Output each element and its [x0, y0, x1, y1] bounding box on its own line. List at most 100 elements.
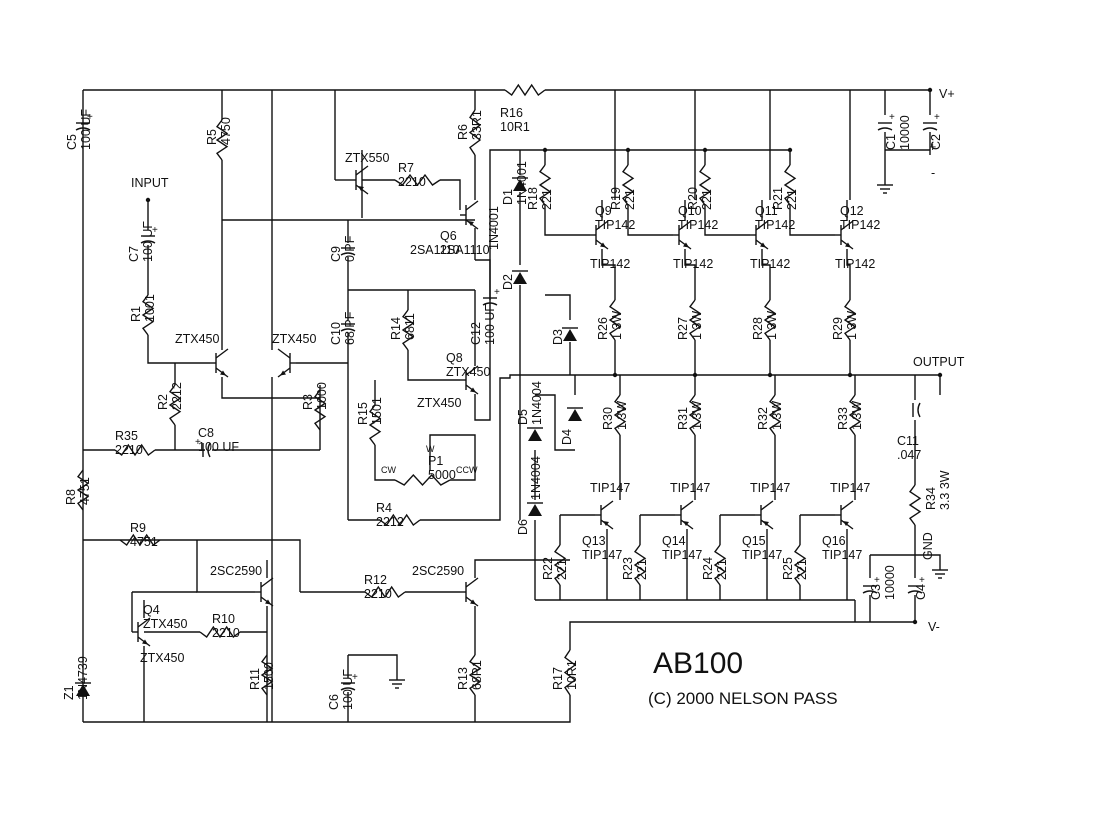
r5-ref: R5	[205, 129, 219, 145]
c6-ref: C6	[327, 694, 341, 710]
1n4004-ref: 1N4004	[529, 456, 543, 500]
r11-ref: R11	[248, 668, 262, 690]
r21-value: 221	[785, 189, 799, 210]
q6-value: 2SA1110	[440, 243, 490, 257]
tip147-label-group: TIP147	[670, 481, 710, 495]
r2-resistor	[168, 384, 182, 426]
svg-text:+: +	[494, 287, 500, 298]
c5-capacitor: +	[75, 112, 93, 131]
q14-ref: Q14	[662, 534, 686, 548]
copyright-notice: (C) 2000 NELSON PASS	[648, 689, 838, 708]
wire	[474, 259, 491, 421]
c2-label-group: C2	[929, 134, 943, 150]
r15-resistor	[368, 404, 382, 446]
wire	[475, 695, 571, 723]
ground-symbol	[389, 679, 405, 689]
r20-value: 221	[700, 189, 714, 210]
r20-resistor	[698, 164, 712, 206]
ground-symbol	[932, 569, 948, 579]
q7-transistor	[350, 165, 369, 195]
pot-wiper-mark: W	[426, 444, 435, 454]
wire	[429, 434, 476, 481]
d1-ref: D1	[501, 189, 515, 205]
r6-value: 33R1	[470, 110, 484, 140]
r4-ref: R4	[376, 501, 392, 515]
2sc2590-label-group: 2SC2590	[412, 564, 464, 578]
r2-ref: R2	[156, 394, 170, 410]
q6-ref: Q6	[440, 229, 457, 243]
r3-resistor	[313, 389, 327, 431]
wire	[348, 654, 398, 680]
tip142-ref: TIP142	[590, 257, 630, 271]
wire	[627, 205, 673, 236]
q1-transistor	[210, 348, 229, 378]
r7-ref: R7	[398, 161, 414, 175]
r35-value: 2210	[115, 443, 143, 457]
wire	[535, 394, 575, 451]
svg-text:+: +	[152, 225, 158, 236]
q13-transistor	[595, 500, 614, 530]
c2-plus-mark: +	[929, 140, 936, 154]
wire	[407, 350, 460, 381]
d1-diode	[512, 177, 528, 191]
r21-resistor	[783, 164, 797, 206]
wire	[147, 335, 210, 364]
q11-transistor	[750, 220, 769, 250]
d3-ref: D3	[551, 329, 565, 345]
ztx450-ref: ZTX450	[272, 332, 317, 346]
1n4001-ref: 1N4001	[487, 206, 501, 250]
tip142-label-group: TIP142	[590, 257, 630, 271]
ground-label: GND	[921, 532, 935, 560]
d6-diode	[527, 502, 543, 516]
c8-ref: C8	[198, 426, 214, 440]
c4-capacitor: +	[907, 575, 925, 594]
r13-ref: R13	[456, 667, 470, 690]
r4-resistor	[379, 513, 421, 527]
pot-cw-mark: CW	[381, 465, 396, 475]
r22-value: 221	[555, 559, 569, 580]
tip142-ref: TIP142	[835, 257, 875, 271]
r34-ref: R34	[924, 487, 938, 510]
r35-resistor	[114, 443, 156, 457]
q11-value: TIP142	[755, 218, 795, 232]
ztx450-label-group: ZTX450	[417, 396, 462, 410]
2sc2590-ref: 2SC2590	[210, 564, 262, 578]
c6-value: 100 UF	[341, 669, 355, 710]
r16-value: 10R1	[500, 120, 530, 134]
r29-value: 1 3W	[845, 311, 859, 340]
z1-ref: Z1	[62, 685, 76, 700]
tip142-label-group: TIP142	[673, 257, 713, 271]
ztx450-label-group: ZTX450	[175, 332, 220, 346]
q8-value: ZTX450	[446, 365, 491, 379]
q4-ref: Q4	[143, 603, 160, 617]
c11-capacitor	[912, 402, 921, 418]
q5-transistor	[460, 577, 479, 607]
r14-resistor	[401, 309, 415, 351]
r13-value: 68R1	[470, 660, 484, 690]
wire	[489, 149, 545, 300]
r25-resistor	[793, 544, 807, 586]
r29-ref: R29	[831, 317, 845, 340]
r13-resistor	[468, 654, 482, 696]
r21-ref: R21	[771, 187, 785, 210]
c6-capacitor: +	[340, 672, 358, 691]
